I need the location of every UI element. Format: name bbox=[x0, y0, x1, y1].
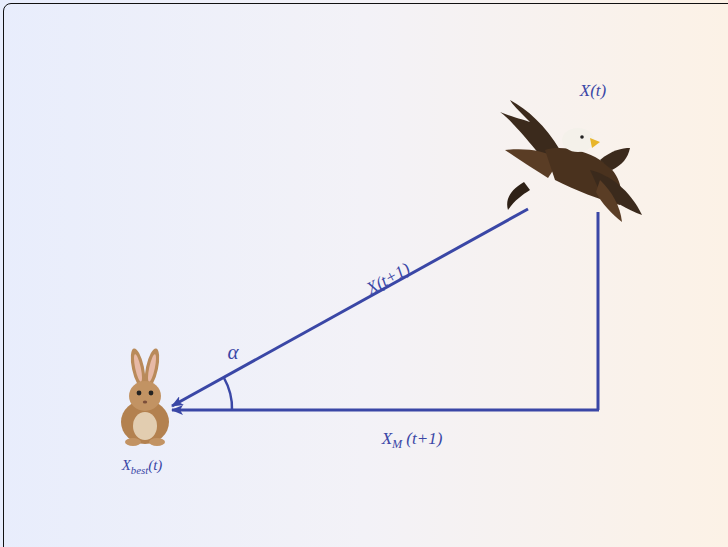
frame bbox=[3, 3, 728, 547]
label-text: α bbox=[227, 340, 238, 364]
label-text: X(t+1) bbox=[363, 258, 413, 297]
rabbit-label: Xbest(t) bbox=[122, 458, 163, 476]
label-text: (t+1) bbox=[406, 429, 442, 448]
vertical-line bbox=[597, 212, 600, 410]
horizontal-label: XM (t+1) bbox=[382, 430, 443, 451]
label-text: X(t) bbox=[580, 81, 606, 100]
label-text: X bbox=[122, 457, 131, 473]
label-text: (t) bbox=[148, 457, 162, 473]
eagle-label: X(t) bbox=[580, 82, 606, 99]
diagonal-arrow bbox=[172, 209, 528, 406]
rabbit bbox=[121, 347, 169, 446]
subscript-text: M bbox=[392, 437, 402, 451]
label-text: X bbox=[382, 429, 392, 448]
angle-arc bbox=[224, 378, 232, 410]
subscript-text: best bbox=[131, 464, 148, 476]
horizontal-arrow bbox=[172, 409, 599, 412]
diagonal-label: X(t+1) bbox=[364, 259, 413, 296]
angle-label: α bbox=[227, 342, 238, 363]
eagle bbox=[500, 100, 642, 222]
